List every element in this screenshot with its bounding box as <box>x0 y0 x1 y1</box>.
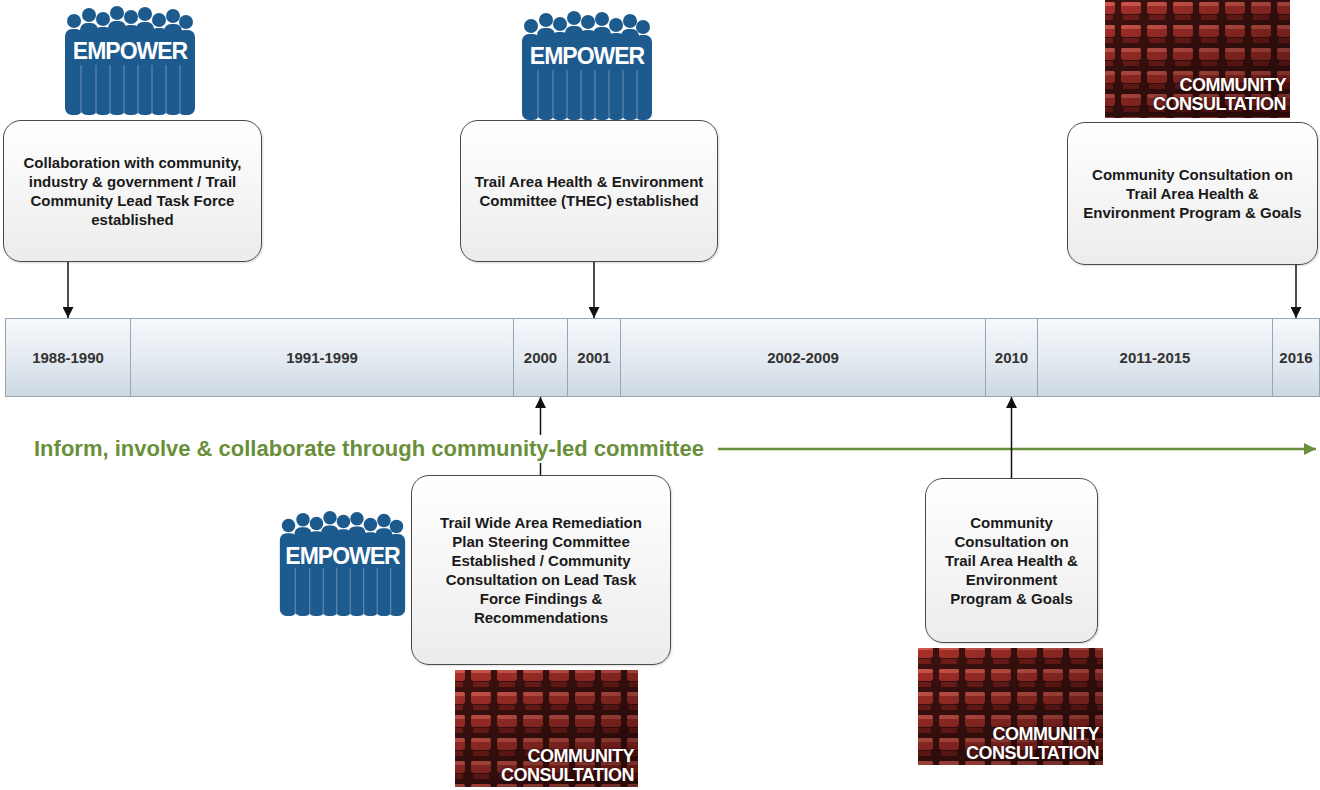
consultation-photo <box>1105 0 1290 118</box>
connector-arrow <box>1295 265 1297 318</box>
connector-arrow <box>1011 397 1013 478</box>
box-text: 2002-2009 <box>767 349 839 367</box>
timeline-segment: 2002-2009 <box>620 318 986 397</box>
event-box: Collaboration with community, industry &… <box>3 120 262 262</box>
icon-caption: EMPOWER <box>522 43 652 69</box>
consultation-photo <box>918 648 1103 765</box>
timeline-arrow <box>718 448 1316 451</box>
empower-icon <box>522 11 652 120</box>
box-text: 1991-1999 <box>286 349 358 367</box>
icon-caption: EMPOWER <box>277 543 408 569</box>
connector-arrow <box>67 262 69 318</box>
box-text: 2000 <box>524 349 557 367</box>
connector-arrow <box>593 262 595 318</box>
photo-caption: COMMUNITY CONSULTATION <box>921 725 1099 763</box>
timeline-segment: 1991-1999 <box>130 318 514 397</box>
consultation-photo <box>455 670 638 787</box>
timeline-segment: 2016 <box>1272 318 1320 397</box>
box-text: 2010 <box>995 349 1028 367</box>
box-text: 2011-2015 <box>1120 349 1191 367</box>
box-text: Community Consultation on Trail Area Hea… <box>938 513 1085 608</box>
box-text: Trail Wide Area Remediation Plan Steerin… <box>424 513 658 627</box>
box-text: 2016 <box>1279 349 1312 367</box>
empower-icon <box>65 6 195 115</box>
icon-caption: EMPOWER <box>65 38 195 64</box>
box-text: Collaboration with community, industry &… <box>16 153 249 229</box>
timeline-segment: 2011-2015 <box>1037 318 1273 397</box>
photo-caption: COMMUNITY CONSULTATION <box>1108 76 1286 114</box>
event-box: Community Consultation on Trail Area Hea… <box>925 478 1098 643</box>
timeline-segment: 2001 <box>567 318 621 397</box>
timeline-caption: Inform, involve & collaborate through co… <box>30 435 708 463</box>
timeline-segment: 2000 <box>513 318 568 397</box>
event-box: Community Consultation on Trail Area Hea… <box>1067 122 1318 265</box>
box-text: 1988-1990 <box>32 349 104 367</box>
event-box: Trail Wide Area Remediation Plan Steerin… <box>411 475 671 665</box>
box-text: 2001 <box>577 349 610 367</box>
timeline-segment: 2010 <box>985 318 1038 397</box>
box-text: Trail Area Health & Environment Committe… <box>473 172 705 210</box>
event-box: Trail Area Health & Environment Committe… <box>460 120 718 262</box>
box-text: Community Consultation on Trail Area Hea… <box>1080 165 1305 222</box>
photo-caption: COMMUNITY CONSULTATION <box>458 747 634 785</box>
timeline-segment: 1988-1990 <box>5 318 131 397</box>
